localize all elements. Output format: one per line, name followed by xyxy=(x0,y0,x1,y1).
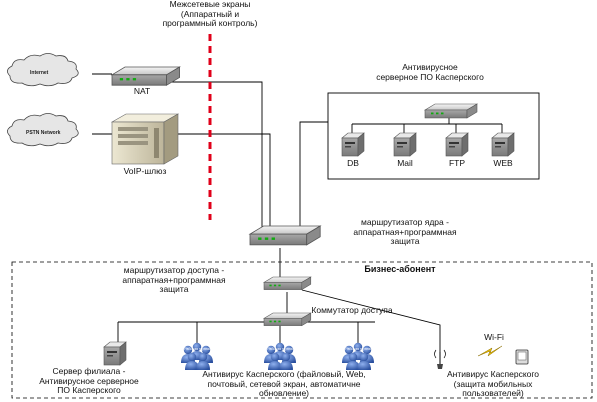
wifi-label: Wi-Fi xyxy=(484,332,504,342)
web-server-icon xyxy=(491,132,515,157)
branch-server-icon xyxy=(103,341,127,366)
ftp-server-icon xyxy=(445,132,469,157)
voip-gateway-icon xyxy=(110,113,180,165)
business-box xyxy=(11,261,593,399)
kav-desc-label: Антивирус Касперского (файловый, Web, по… xyxy=(184,369,384,399)
antivirus-server-line2: серверное ПО Касперского xyxy=(376,71,484,82)
antivirus-server-label: Антивирусное серверное ПО Касперского xyxy=(350,62,510,82)
db-label: DB xyxy=(347,158,359,168)
mail-server-icon xyxy=(393,132,417,157)
firewall-label-line2: (Аппаратный и xyxy=(180,8,240,19)
internet-cloud-icon xyxy=(7,53,79,87)
mobile-device-icon xyxy=(515,349,529,365)
workgroup-3-tag: Рабочая группа xyxy=(345,347,370,351)
branch-server-label: Сервер филиала - Антивирусное серверное … xyxy=(14,366,164,396)
core-router-icon xyxy=(249,225,321,246)
wireless-bolt-icon xyxy=(477,345,503,357)
kav-desc-line3: обновление) xyxy=(258,388,310,398)
wifi-antenna-icon xyxy=(434,349,446,369)
pstn-cloud-icon xyxy=(7,113,79,147)
nat-label: NAT xyxy=(133,86,151,96)
core-router-line1: маршрутизатор ядра - xyxy=(361,217,449,227)
db-server-icon xyxy=(341,132,365,157)
antivirus-switch-icon xyxy=(424,103,478,119)
ftp-label: FTP xyxy=(448,158,466,168)
web-label: WEB xyxy=(493,158,513,168)
kav-desc-line2: почтовый, сетевой экран, автоматичне xyxy=(207,378,361,389)
mail-label: Mail xyxy=(397,158,413,168)
firewall-label: Межсетевые экраны (Аппаратный и программ… xyxy=(140,0,280,29)
pstn-cloud-label: PSTN Network xyxy=(26,130,61,136)
access-router-icon xyxy=(263,276,312,291)
server-group-box xyxy=(327,92,540,180)
connection-lines xyxy=(92,73,503,352)
internet-cloud-label: Internet xyxy=(30,70,49,76)
antivirus-server-line1: Антивирусное xyxy=(402,62,458,72)
nat-router-icon xyxy=(111,66,181,86)
access-router-label: маршрутизатор доступа - аппаратная+прогр… xyxy=(84,265,264,295)
kav-desc-line1: Антивирус Касперского (файловый, Web, xyxy=(202,369,366,379)
firewall-label-line1: Межсетевые экраны xyxy=(169,0,251,9)
voip-label: VoIP-шлюз xyxy=(123,166,167,176)
firewall-label-line3: программный контроль) xyxy=(162,18,258,28)
branch-server-line1: Сервер филиала - xyxy=(52,366,126,376)
access-router-line1: маршрутизатор доступа - xyxy=(123,265,225,275)
access-router-line3: защита xyxy=(159,284,189,294)
branch-server-line3: ПО Касперского xyxy=(57,385,121,395)
mobile-line3: пользователей) xyxy=(462,388,524,398)
access-router-line2: аппаратная+программная xyxy=(122,274,226,285)
mobile-label: Антивирус Касперского (защита мобильных … xyxy=(418,369,568,399)
workgroup-1-tag: Рабочая группа xyxy=(184,347,209,351)
workgroup-2-tag: Рабочая группа xyxy=(267,347,292,351)
core-router-label: маршрутизатор ядра - аппаратная+программ… xyxy=(330,217,480,247)
core-router-line2: аппаратная+программная xyxy=(353,226,457,237)
core-router-line3: защита xyxy=(390,236,420,246)
mobile-line1: Антивирус Касперского xyxy=(446,369,540,379)
mobile-line2: (защита мобильных xyxy=(453,378,533,389)
branch-server-line2: Антивирусное серверное xyxy=(39,375,139,386)
business-title: Бизнес-абонент xyxy=(364,264,436,274)
access-switch-label: Коммутатор доступа xyxy=(311,305,393,315)
